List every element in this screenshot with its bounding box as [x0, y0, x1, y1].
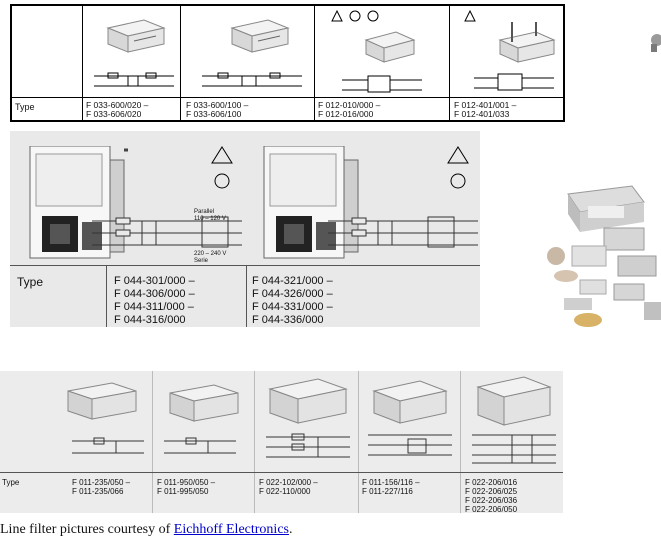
- certification-icons: [211, 146, 233, 189]
- divider: [449, 6, 450, 120]
- filter-image: [372, 380, 448, 424]
- type-code: F 012-016/000: [318, 109, 374, 119]
- filter-image: [106, 19, 166, 53]
- type-code: F 011-950/050 –: [157, 478, 216, 487]
- credit-text: Line filter pictures courtesy of: [0, 522, 174, 537]
- type-code: F 022-206/025: [465, 487, 518, 496]
- type-label: Type: [17, 275, 44, 289]
- type-code: F 022-206/050: [465, 505, 518, 514]
- type-code: F 012-401/033: [454, 109, 510, 119]
- partial-photo: [651, 34, 661, 52]
- certification-icons: [331, 10, 379, 22]
- type-codes: F 033-600/020 – F 033-606/020: [86, 101, 148, 119]
- type-code: F 011-995/050: [157, 487, 209, 496]
- divider: [12, 97, 563, 98]
- divider: [314, 6, 315, 120]
- diagram-label: Serie: [194, 258, 209, 264]
- type-codes: F 012-010/000 – F 012-016/000: [318, 101, 380, 119]
- type-code: F 044-331/000 –: [252, 301, 333, 313]
- type-codes: F 012-401/001 – F 012-401/033: [454, 101, 516, 119]
- type-codes: F 033-600/100 – F 033-606/100: [186, 101, 248, 119]
- type-code: F 044-306/000 –: [114, 288, 195, 300]
- type-code: F 022-206/036: [465, 496, 518, 505]
- credit-suffix: .: [288, 522, 293, 537]
- photo-credit: Line filter pictures courtesy of Eichhof…: [0, 522, 292, 538]
- type-code: F 012-010/000 –: [318, 100, 381, 110]
- type-code: F 011-235/066: [72, 487, 124, 496]
- type-code: F 033-600/020 –: [86, 100, 149, 110]
- iec-filter-image: [29, 146, 128, 259]
- type-label: Type: [15, 102, 35, 112]
- type-code: F 033-606/020: [86, 109, 142, 119]
- diagram-label: Parallel: [194, 209, 215, 215]
- voltage-note: 220 – 240 V Serie: [194, 251, 226, 265]
- schematic: [202, 72, 302, 87]
- type-code: F 011-156/116 –: [362, 478, 420, 487]
- schematic: [368, 434, 452, 456]
- diagram-label: 220 – 240 V: [194, 251, 227, 257]
- divider: [106, 265, 107, 327]
- type-label: Type: [2, 478, 20, 487]
- filter-image: [230, 19, 290, 53]
- type-code: F 012-401/001 –: [454, 100, 517, 110]
- certification-icons: [447, 146, 469, 189]
- type-code: F 044-326/000 –: [252, 288, 333, 300]
- divider: [460, 371, 461, 513]
- schematic: [164, 437, 236, 454]
- filter-image: [476, 376, 552, 426]
- schematic: [92, 216, 242, 248]
- type-codes: F 022-102/000 – F 022-110/000: [259, 478, 318, 496]
- type-codes: F 011-156/116 – F 011-227/116: [362, 478, 420, 496]
- type-codes: F 044-321/000 – F 044-326/000 – F 044-33…: [252, 275, 333, 327]
- schematic: [472, 434, 556, 464]
- divider: [246, 265, 247, 327]
- filter-image: [498, 22, 556, 63]
- divider: [180, 6, 181, 120]
- voltage-note: Parallel 110 – 120 V: [194, 209, 226, 223]
- divider: [254, 371, 255, 513]
- divider: [152, 371, 153, 513]
- type-code: F 011-227/116: [362, 487, 413, 496]
- divider: [10, 265, 480, 266]
- type-codes: F 011-950/050 – F 011-995/050: [157, 478, 215, 496]
- type-code: F 044-311/000 –: [114, 301, 194, 313]
- filter-table-small: Type F 033-600/020 – F 033-606/020 F 033…: [10, 4, 565, 122]
- type-code: F 033-600/100 –: [186, 100, 249, 110]
- filters-photo: [540, 172, 661, 332]
- type-code: F 022-102/000 –: [259, 478, 318, 487]
- filter-image: [169, 384, 239, 422]
- filter-image: [268, 378, 348, 424]
- schematic: [266, 433, 350, 458]
- schematic: [474, 73, 554, 91]
- divider: [0, 472, 563, 473]
- certification-icon: [464, 10, 476, 22]
- type-code: F 044-316/000: [114, 314, 186, 326]
- type-code: F 044-321/000 –: [252, 275, 333, 287]
- type-codes: F 022-206/016 F 022-206/025 F 022-206/03…: [465, 478, 517, 514]
- iec-filter-image: [263, 146, 359, 259]
- divider: [82, 6, 83, 120]
- type-code: F 022-110/000: [259, 487, 311, 496]
- type-codes: F 011-235/050 – F 011-235/066: [72, 478, 130, 496]
- type-code: F 033-606/100: [186, 109, 242, 119]
- schematic: [342, 75, 422, 93]
- type-codes: F 044-301/000 – F 044-306/000 – F 044-31…: [114, 275, 195, 327]
- type-code: F 022-206/016: [465, 478, 518, 487]
- filter-table-chassis: Type F 011-235/050 – F 011-235/066 F 011…: [0, 371, 563, 514]
- diagram-label: 110 – 120 V: [194, 216, 226, 222]
- schematic: [72, 437, 144, 454]
- divider: [358, 371, 359, 513]
- type-code: F 044-301/000 –: [114, 275, 195, 287]
- schematic: [94, 72, 174, 87]
- filter-image: [67, 382, 137, 420]
- eichhoff-link[interactable]: Eichhoff Electronics: [173, 522, 289, 537]
- type-code: F 044-336/000: [252, 314, 324, 326]
- schematic: [328, 216, 478, 248]
- filter-table-iec-inlet: Parallel 110 – 120 V 220 – 240 V Serie T…: [10, 131, 480, 327]
- filter-image: [364, 31, 416, 63]
- type-code: F 011-235/050 –: [72, 478, 131, 487]
